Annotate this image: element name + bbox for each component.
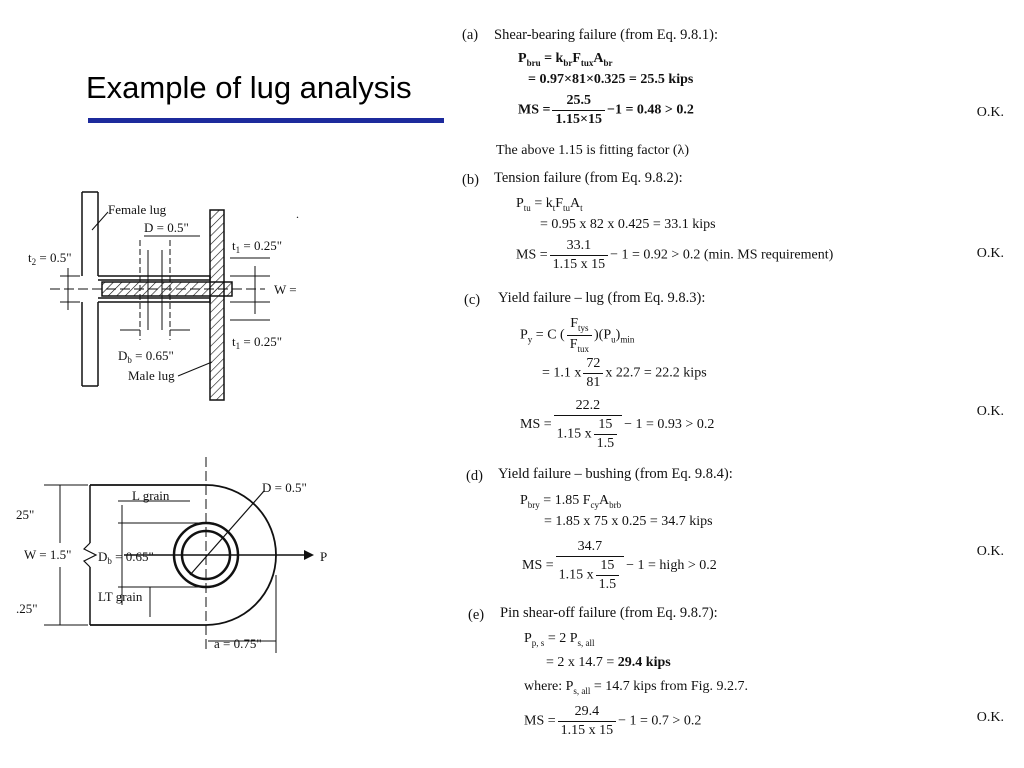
top-edge-dim-label: 25" xyxy=(16,507,34,522)
section-c: (c) Yield failure – lug (from Eq. 9.8.3)… xyxy=(458,291,1018,461)
lug-section-drawing: Female lug D = 0.5" t2 = 0.5" t1 = 0.25"… xyxy=(28,191,299,401)
section-a-label: (a) xyxy=(462,27,479,43)
section-b-heading: Tension failure (from Eq. 9.8.2): xyxy=(494,170,683,186)
male-lug-label: Male lug xyxy=(128,368,175,383)
pin-diameter-label: D = 0.5" xyxy=(144,220,189,235)
t2-label: t2 = 0.5" xyxy=(28,250,72,267)
section-b-ok: O.K. xyxy=(976,246,1004,261)
section-d-label: (d) xyxy=(466,468,483,484)
female-lug-label: Female lug xyxy=(108,202,167,217)
stray-dot: . xyxy=(296,207,299,221)
section-a-ok: O.K. xyxy=(976,105,1004,120)
edge-distance-label: a = 0.75" xyxy=(214,636,262,651)
bushing-diameter-label-plan: Db = 0.65" xyxy=(98,549,154,566)
section-d-heading: Yield failure – bushing (from Eq. 9.8.4)… xyxy=(498,466,733,482)
section-d: (d) Yield failure – bushing (from Eq. 9.… xyxy=(458,467,1018,597)
t1-bottom-label: t1 = 0.25" xyxy=(232,334,282,351)
bushing-diameter-label: Db = 0.65" xyxy=(118,348,174,365)
width-dim-label: W = 1.5" xyxy=(24,547,71,562)
lug-plan-drawing: 25" W = 1.5" .25" L grain D = 0.5" Db = … xyxy=(16,457,327,653)
title-underline xyxy=(88,118,444,123)
section-e-where: where: Ps, all = 14.7 kips from Fig. 9.2… xyxy=(524,679,749,696)
section-a-heading: Shear-bearing failure (from Eq. 9.8.1): xyxy=(494,27,718,43)
section-e-label: (e) xyxy=(468,607,485,623)
section-e-ok: O.K. xyxy=(976,710,1004,725)
section-a-eq2: = 0.97×81×0.325 = 25.5 kips xyxy=(528,72,694,87)
bottom-edge-dim-label: .25" xyxy=(16,601,38,616)
section-e: (e) Pin shear-off failure (from Eq. 9.8.… xyxy=(458,606,1018,746)
lug-plan-figure: 25" W = 1.5" .25" L grain D = 0.5" Db = … xyxy=(14,455,344,670)
section-b-label: (b) xyxy=(462,172,479,188)
section-a-note: The above 1.15 is fitting factor (λ) xyxy=(496,143,690,158)
lt-grain-label: LT grain xyxy=(98,589,143,604)
section-d-eq1: Pbry = 1.85 FcyAbrb xyxy=(520,493,622,510)
width-label: W = xyxy=(274,282,297,297)
section-e-heading: Pin shear-off failure (from Eq. 9.8.7): xyxy=(500,605,718,621)
section-e-eq2: = 2 x 14.7 = 29.4 kips xyxy=(546,655,671,670)
section-c-label: (c) xyxy=(464,292,481,308)
lug-section-figure: Female lug D = 0.5" t2 = 0.5" t1 = 0.25"… xyxy=(20,180,310,415)
section-b-eq2: = 0.95 x 82 x 0.425 = 33.1 kips xyxy=(540,217,716,232)
pin-diameter-label-plan: D = 0.5" xyxy=(262,480,307,495)
t1-top-label: t1 = 0.25" xyxy=(232,238,282,255)
section-e-eq1: Pp, s = 2 Ps, all xyxy=(524,631,595,648)
section-a-eq1: Pbru = kbrFtuxAbr xyxy=(518,51,613,68)
slide-title: Example of lug analysis xyxy=(86,70,412,105)
section-a: (a) Shear-bearing failure (from Eq. 9.8.… xyxy=(458,26,1018,166)
section-c-ok: O.K. xyxy=(976,404,1004,419)
section-b-eq1: Ptu = ktFtuAt xyxy=(516,196,583,213)
section-c-heading: Yield failure – lug (from Eq. 9.8.3): xyxy=(498,290,706,306)
section-d-ok: O.K. xyxy=(976,544,1004,559)
section-d-eq2: = 1.85 x 75 x 0.25 = 34.7 kips xyxy=(544,514,713,529)
l-grain-label: L grain xyxy=(132,488,170,503)
section-b: (b) Tension failure (from Eq. 9.8.2): Pt… xyxy=(458,171,1018,281)
load-label: P xyxy=(320,549,327,564)
